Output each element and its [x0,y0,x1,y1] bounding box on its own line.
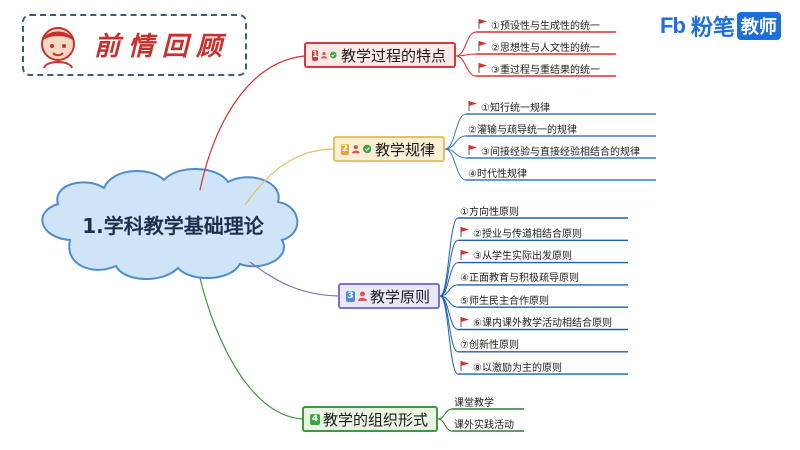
leaf-text: 课堂教学 [454,397,494,409]
red-flag-icon [468,145,477,155]
leaf-connector [455,31,477,57]
branch-label: 教学的组织形式 [322,410,428,429]
review-badge: 前情回顾 [22,14,247,76]
leaf-text: ①方向性原则 [460,206,519,218]
priority-3-icon: 3 [346,290,355,302]
brand-mark: Fb [660,13,686,38]
branch-node-teaching-process[interactable]: 1 教学过程的特点 [304,42,456,68]
branch-node-teaching-organization[interactable]: 4 教学的组织形式 [302,406,438,432]
trunk-1 [199,55,305,191]
leaf-connector [439,262,459,297]
leaf-item[interactable]: ②灌输与疏导统一的规律 [468,120,577,136]
brand-tag: 教师 [736,12,781,40]
priority-2-icon: 2 [341,143,349,155]
leaf-item[interactable]: 课堂教学 [454,393,494,409]
check-circle-icon [362,144,371,154]
leaf-text: ③从学生实际出发原则 [473,251,572,263]
leaf-text: ②思想性与人文性的统一 [491,42,600,54]
leaf-item[interactable]: ②思想性与人文性的统一 [478,38,600,54]
branch-node-teaching-principles[interactable]: 3 教学原则 [338,283,440,309]
leaf-item[interactable]: ⑧以激励为主的原则 [460,358,562,374]
leaf-item[interactable]: ②授业与传道相结合原则 [460,224,582,240]
leaf-item[interactable]: ④正面教育与积极疏导原则 [460,269,579,285]
leaf-text: ③重过程与重结果的统一 [491,64,600,76]
leaf-connector [437,408,453,420]
trunk-2 [244,148,334,206]
red-flag-icon [478,41,487,51]
red-flag-icon [478,63,487,73]
leaf-text: ⑦创新性原则 [460,340,519,352]
leaf-text: ④正面教育与积极疏导原则 [460,273,579,285]
brand-logo: Fb 粉笔 教师 [660,8,781,44]
red-flag-icon [468,101,477,111]
leaf-connector [439,295,459,375]
branch-label: 教学原则 [369,287,430,306]
brand-name: 粉笔 [690,16,735,41]
branch-label: 教学规律 [375,140,436,159]
priority-1-icon: 1 [312,49,319,61]
leaf-connector [444,135,467,150]
leaf-item[interactable]: ③间接经验与直接经验相结合的规律 [468,142,640,158]
leaf-connector [455,55,477,77]
red-flag-icon [460,249,469,260]
leaf-connector [439,284,459,297]
leaf-text: ⑤师生民主合作原则 [460,295,549,307]
review-title: 前情回顾 [94,32,231,62]
leaf-text: ②授业与传道相结合原则 [473,228,582,240]
red-flag-icon [460,227,469,238]
leaf-item[interactable]: ①预设性与生成性的统一 [478,16,600,32]
leaf-item[interactable]: 课外实践活动 [454,415,514,431]
leaf-text: ①预设性与生成性的统一 [491,20,600,32]
leaf-item[interactable]: ⑦创新性原则 [460,336,519,352]
leaf-text: ①知行统一规律 [481,102,550,114]
root-cloud [41,167,299,281]
leaf-connector [444,113,467,150]
leaf-item[interactable]: ⑤师生民主合作原则 [460,291,549,307]
priority-4-icon: 4 [310,413,320,425]
leaf-text: 课外实践活动 [454,419,514,431]
trunk-4 [199,277,303,420]
leaf-item[interactable]: ①方向性原则 [460,202,519,218]
leaf-item[interactable]: ④时代性规律 [468,164,527,180]
branch-label: 教学过程的特点 [340,46,446,65]
leaf-connector [439,217,459,297]
leaf-text: ②灌输与疏导统一的规律 [468,124,577,136]
red-flag-icon [460,316,469,327]
leaf-connector [439,295,459,353]
leaf-text: ⑥课内课外教学活动相结合原则 [473,318,612,329]
leaf-connector [439,239,459,297]
leaf-text: ③间接经验与直接经验相结合的规律 [481,146,640,158]
trunk-3 [249,261,339,297]
leaf-text: ⑧以激励为主的原则 [473,362,562,374]
leaf-text: ④时代性规律 [468,168,527,180]
red-flag-icon [478,19,487,29]
leaf-item[interactable]: ①知行统一规律 [468,98,550,114]
leaf-item[interactable]: ③重过程与重结果的统一 [478,60,600,76]
root-node-label[interactable]: 1.学科教学基础理论 [82,214,264,238]
person-icon [321,51,328,59]
red-flag-icon [460,361,469,372]
check-circle-icon [330,51,337,59]
branch-node-teaching-laws[interactable]: 2 教学规律 [333,136,445,162]
teacher-avatar-icon [41,27,75,69]
leaf-item[interactable]: ⑥课内课外教学活动相结合原则 [460,314,612,330]
person-icon [357,291,367,301]
leaf-connector [437,418,453,432]
leaf-item[interactable]: ③从学生实际出发原则 [460,247,572,263]
leaf-connector [444,148,467,181]
person-icon [351,145,360,154]
